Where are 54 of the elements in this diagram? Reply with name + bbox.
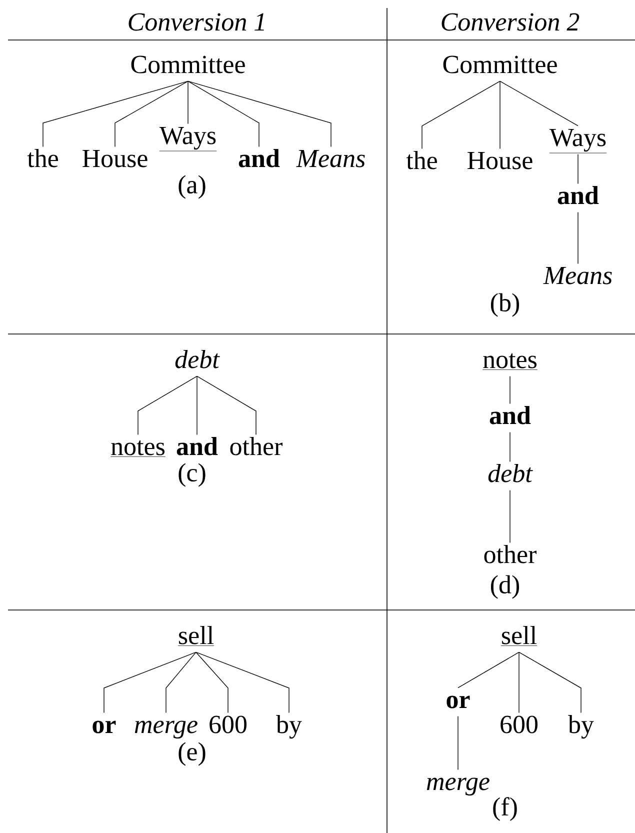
panel-label: (d) bbox=[491, 575, 520, 599]
word: and bbox=[490, 406, 531, 424]
word: Means bbox=[543, 266, 612, 284]
word: House bbox=[82, 150, 148, 168]
word: Committee bbox=[131, 56, 245, 74]
tree-branch bbox=[42, 80, 188, 148]
tree-branch bbox=[104, 652, 196, 714]
column-heading: Conversion 1 bbox=[128, 13, 264, 31]
tree-branch bbox=[114, 80, 188, 148]
word: sell bbox=[178, 626, 214, 646]
tree-branch bbox=[196, 652, 228, 714]
panel-label: (b) bbox=[491, 293, 520, 317]
panel-label: (e) bbox=[178, 742, 206, 766]
tree-branch bbox=[500, 80, 578, 126]
word: Ways bbox=[549, 128, 607, 154]
word: 600 bbox=[500, 716, 538, 734]
tree-branch bbox=[518, 652, 582, 714]
word: debt bbox=[488, 464, 533, 482]
word: merge bbox=[134, 720, 198, 739]
word: the bbox=[406, 150, 437, 170]
word: and bbox=[238, 148, 280, 168]
word: sell bbox=[500, 626, 538, 646]
word: by bbox=[568, 714, 594, 739]
tree-branch bbox=[138, 376, 198, 436]
column-heading: Conversion 2 bbox=[442, 13, 580, 31]
tree-branch bbox=[196, 652, 290, 714]
tree-branch bbox=[196, 376, 256, 436]
tree-branch bbox=[458, 652, 520, 688]
word: notes bbox=[482, 353, 538, 370]
tree-branch bbox=[166, 652, 196, 714]
word: other bbox=[230, 436, 282, 456]
word: and bbox=[558, 186, 599, 204]
tree-branch bbox=[422, 80, 500, 150]
panel-label: (c) bbox=[178, 463, 206, 487]
word: House bbox=[468, 152, 532, 170]
word: debt bbox=[175, 350, 220, 368]
word: or bbox=[446, 696, 470, 708]
word: Means bbox=[296, 150, 365, 168]
panel-label: (a) bbox=[178, 175, 206, 199]
word: other bbox=[484, 544, 536, 564]
tree-branch bbox=[188, 80, 260, 148]
word: 600 bbox=[210, 716, 247, 734]
panel-label: (f) bbox=[493, 797, 517, 821]
word: merge bbox=[426, 778, 490, 796]
word: Committee bbox=[443, 56, 557, 74]
word: or bbox=[92, 720, 116, 734]
tree-branch bbox=[196, 376, 198, 436]
word: and bbox=[176, 436, 218, 456]
word: Ways bbox=[159, 126, 217, 152]
tree-branch bbox=[188, 80, 332, 148]
tree-branch bbox=[518, 652, 520, 714]
word: by bbox=[276, 714, 302, 739]
word: the bbox=[27, 148, 58, 168]
word: notes bbox=[110, 440, 166, 457]
